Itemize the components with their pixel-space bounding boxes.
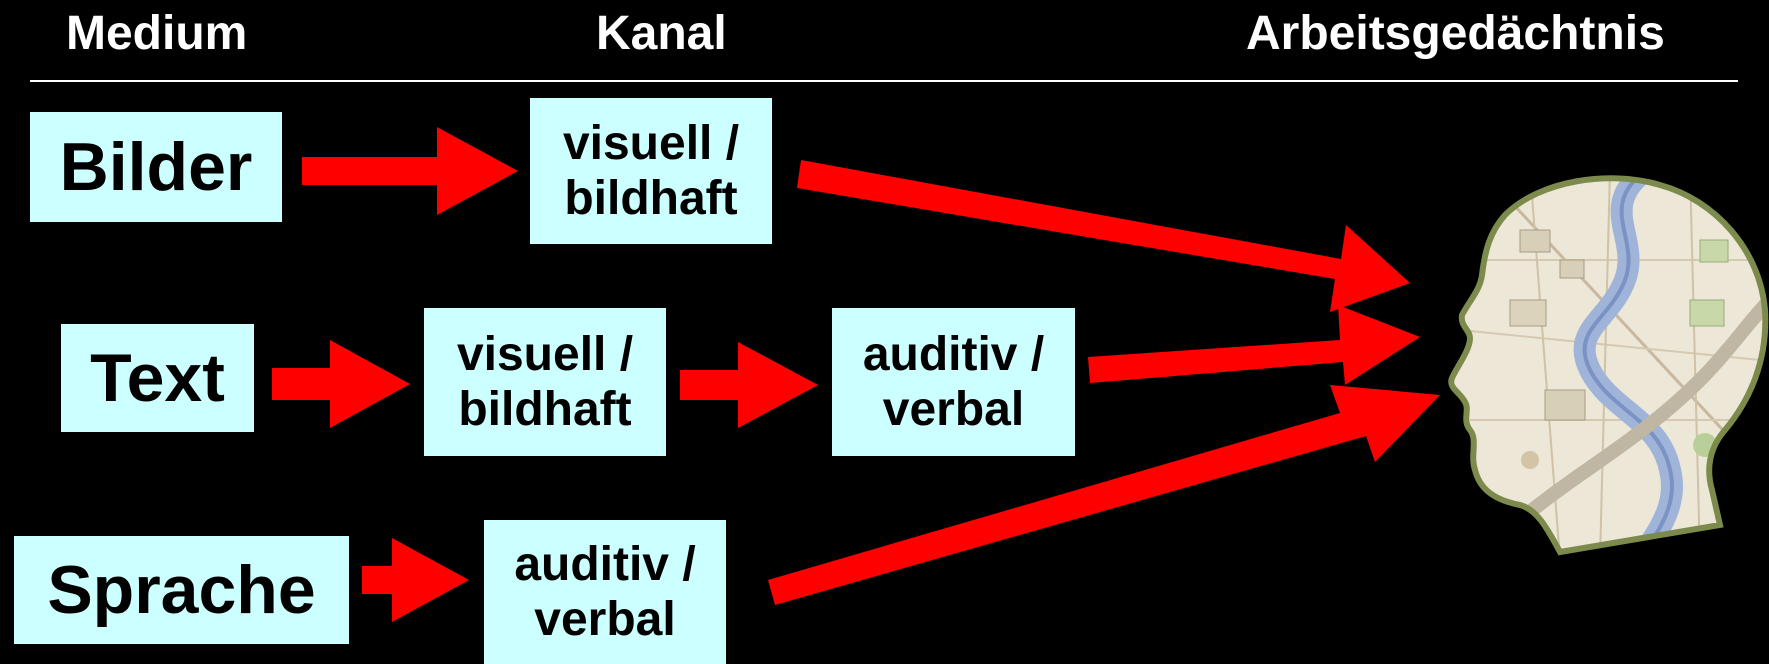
arrow-text-to-visual xyxy=(272,340,410,428)
medium-box-speech: Sprache xyxy=(14,536,349,644)
channel-label-line2: bildhaft xyxy=(458,383,632,436)
head-map-icon xyxy=(1448,175,1769,556)
channel-box-text-visual: visuell / bildhaft xyxy=(424,308,666,456)
header-channel: Kanal xyxy=(596,7,727,60)
channel-box-pictures-visual: visuell / bildhaft xyxy=(530,98,772,244)
medium-box-text: Text xyxy=(61,324,254,432)
channel-label-line1: auditiv / xyxy=(514,537,696,591)
arrow-visual-to-auditory xyxy=(680,342,818,428)
arrow-pictures-to-visual xyxy=(302,127,518,215)
arrow-speech-to-auditory xyxy=(362,538,469,622)
channel-label-line1: visuell / xyxy=(456,327,634,381)
channel-label-line1: auditiv / xyxy=(862,327,1045,381)
channel-label-line2: bildhaft xyxy=(564,172,738,225)
channel-label-line1: visuell / xyxy=(562,116,740,170)
channel-box-speech-auditory: auditiv / verbal xyxy=(484,520,726,664)
arrow-speech-auditory-to-memory xyxy=(768,385,1440,605)
channel-label-line2: verbal xyxy=(534,593,676,646)
medium-box-pictures: Bilder xyxy=(30,112,282,222)
arrow-auditory-to-memory xyxy=(1088,305,1420,385)
header-working-memory: Arbeitsgedächtnis xyxy=(1246,7,1665,60)
medium-label-speech: Sprache xyxy=(47,552,316,628)
medium-label-text: Text xyxy=(90,340,225,416)
header-divider xyxy=(30,80,1738,82)
arrow-visual-to-memory xyxy=(797,160,1410,312)
channel-label-line2: verbal xyxy=(882,383,1025,436)
channel-box-text-auditory: auditiv / verbal xyxy=(832,308,1075,456)
header-medium: Medium xyxy=(66,7,248,60)
medium-label-pictures: Bilder xyxy=(59,129,253,205)
